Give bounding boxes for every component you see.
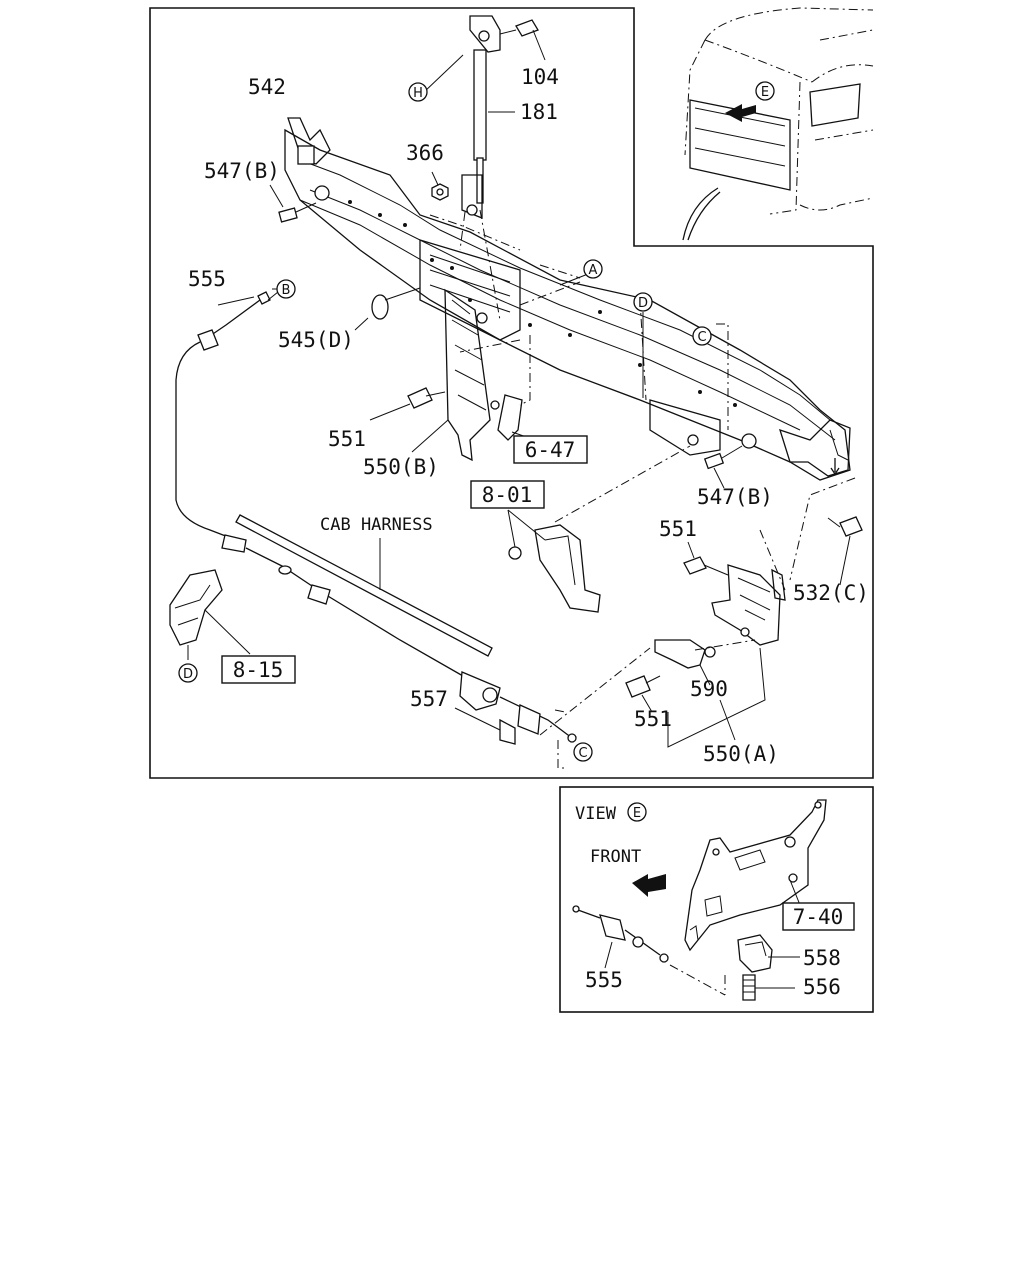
front-label: FRONT (590, 847, 641, 867)
gas-strut (459, 15, 501, 321)
cable-555 (175, 291, 577, 745)
nut-366 (431, 171, 449, 201)
bracket-550b (369, 288, 491, 462)
callout-547b-right: 547(B) (697, 485, 773, 509)
callout-551-bottom: 551 (634, 707, 672, 731)
view-e-frame (559, 786, 874, 1013)
circled-label-e-view: E (627, 802, 647, 822)
circled-label-c-top: C (692, 326, 712, 346)
cross-member (284, 117, 851, 481)
callout-104: 104 (521, 65, 559, 89)
callout-558: 558 (803, 946, 841, 970)
circled-label-b: B (276, 279, 296, 299)
circled-label-c-bottom: C (573, 742, 593, 762)
callout-550a: 550(A) (703, 742, 779, 766)
main-diagram-frame (149, 7, 874, 779)
svg-text:A: A (589, 263, 598, 278)
svg-text:6-47: 6-47 (525, 438, 576, 462)
callout-557: 557 (410, 687, 448, 711)
cab-illustration: E (682, 7, 874, 241)
bracket-8-01 (507, 445, 691, 613)
svg-text:E: E (633, 806, 641, 821)
view-e-bracket (669, 799, 827, 1001)
callout-551-left: 551 (328, 427, 366, 451)
bolt-547b-top (269, 184, 317, 223)
circled-label-d-top: D (633, 292, 653, 312)
bracket-6-47 (459, 335, 536, 441)
bolt-104 (499, 19, 546, 61)
callout-555-main: 555 (188, 267, 226, 291)
callout-366: 366 (406, 141, 444, 165)
ref-box-8-01[interactable]: 8-01 (470, 480, 545, 509)
svg-text:8-15: 8-15 (233, 658, 284, 682)
grommet-8-15 (169, 569, 251, 660)
ref-box-7-40[interactable]: 7-40 (782, 902, 855, 931)
svg-text:7-40: 7-40 (793, 905, 844, 929)
callout-181: 181 (520, 100, 558, 124)
cab-harness-label: CAB HARNESS (320, 515, 433, 535)
svg-text:D: D (183, 667, 193, 682)
svg-text:D: D (638, 296, 648, 311)
plug-545d (354, 287, 421, 331)
callout-590: 590 (690, 677, 728, 701)
callout-542: 542 (248, 75, 286, 99)
circled-label-e: E (761, 85, 769, 100)
ref-box-6-47[interactable]: 6-47 (513, 435, 588, 464)
clip-590 (625, 639, 766, 748)
callout-545d: 545(D) (278, 328, 354, 352)
svg-text:H: H (413, 86, 423, 101)
bracket-550a (683, 529, 786, 646)
front-arrow-icon (632, 874, 666, 897)
callout-551-right: 551 (659, 517, 697, 541)
bolt-532c (789, 477, 863, 586)
view-label: VIEW (575, 804, 617, 824)
circled-label-d-bottom: D (178, 663, 198, 683)
callout-550b: 550(B) (363, 455, 439, 479)
view-e-cable (572, 905, 669, 969)
callout-532c: 532(C) (793, 581, 869, 605)
arrow-icon (725, 104, 756, 122)
callout-556: 556 (803, 975, 841, 999)
callout-547b-top: 547(B) (204, 159, 280, 183)
svg-text:8-01: 8-01 (482, 483, 533, 507)
callout-555-view: 555 (585, 968, 623, 992)
ref-box-8-15[interactable]: 8-15 (221, 655, 296, 684)
svg-text:B: B (282, 283, 291, 298)
svg-text:C: C (578, 746, 587, 761)
cab-harness (235, 514, 493, 657)
bolt-547b-right (703, 445, 743, 489)
svg-text:C: C (697, 330, 706, 345)
circled-label-h: H (408, 82, 428, 102)
circled-label-a: A (583, 259, 603, 279)
